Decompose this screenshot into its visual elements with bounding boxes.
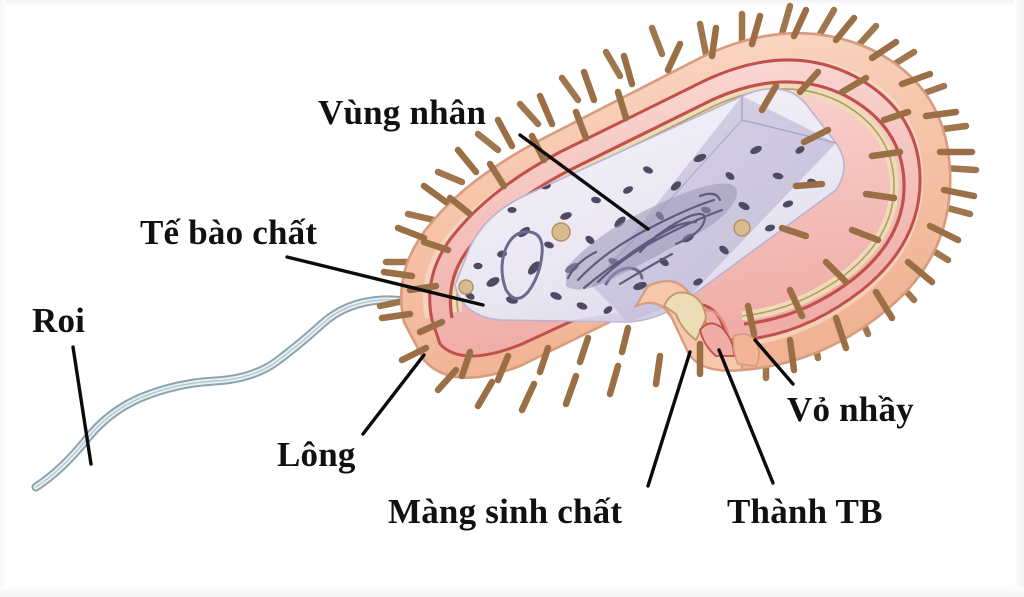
label-capsule: Vỏ nhầy xyxy=(787,390,914,429)
leader-plasma-membrane xyxy=(646,350,692,488)
leader-flagellum xyxy=(71,345,93,466)
page-edge-bottom xyxy=(0,587,1024,597)
leader-cell-wall xyxy=(717,348,775,485)
page-edge-right xyxy=(1014,0,1024,597)
nucleoid-region xyxy=(566,183,738,290)
page-edge-top xyxy=(0,0,1024,6)
label-plasma-membrane: Màng sinh chất xyxy=(388,492,623,531)
leader-capsule xyxy=(753,338,795,386)
label-pili: Lông xyxy=(277,435,356,474)
leader-lines xyxy=(71,133,795,488)
label-nucleoid: Vùng nhân xyxy=(318,93,487,132)
label-flagellum: Roi xyxy=(32,301,86,340)
leader-pili xyxy=(361,353,426,436)
leader-cytoplasm xyxy=(285,255,485,307)
pili-structures xyxy=(378,6,978,414)
label-cytoplasm: Tế bào chất xyxy=(140,213,318,252)
page-edge-left xyxy=(0,0,6,597)
label-cell-wall: Thành TB xyxy=(727,492,883,531)
flagellum-structure xyxy=(31,295,446,492)
leader-nucleoid xyxy=(518,133,650,231)
cutaway-fold xyxy=(633,280,760,372)
